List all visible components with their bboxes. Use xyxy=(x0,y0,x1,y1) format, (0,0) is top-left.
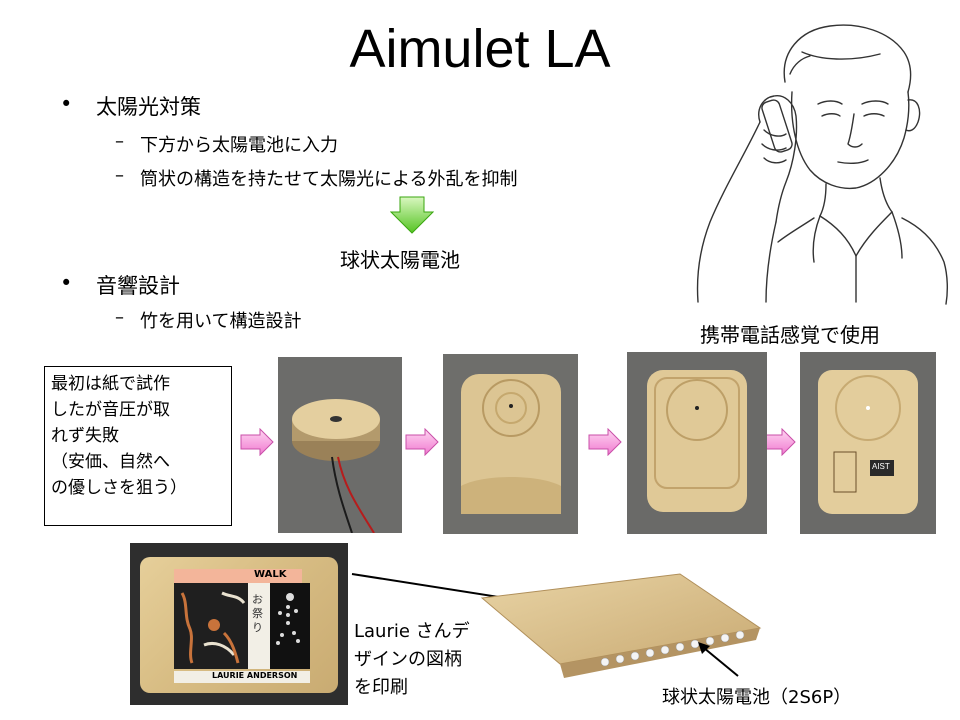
design-caption-line: ザインの図柄 xyxy=(354,649,462,670)
bullet-marker: • xyxy=(60,92,73,116)
card-artist: LAURIE ANDERSON xyxy=(212,671,298,680)
sub-bullet: 下方から太陽電池に入力 xyxy=(140,135,338,156)
design-caption-line: を印刷 xyxy=(354,677,408,698)
photo-final-product: AIST xyxy=(800,352,936,534)
cell-pointer-icon xyxy=(698,642,739,677)
down-arrow-icon xyxy=(390,196,434,234)
card-banner xyxy=(174,569,302,583)
card-walk: WALK xyxy=(254,569,287,580)
photo-bamboo-shell xyxy=(443,354,578,534)
photo-printed-card: WALK お祭り LAURIE ANDERSON xyxy=(130,543,348,705)
sub-bullet: 竹を用いて構造設計 xyxy=(140,311,302,332)
dash-marker: – xyxy=(115,307,124,328)
right-arrow-icon xyxy=(405,428,439,456)
design-caption: Laurie さんデ ザインの図柄 を印刷 xyxy=(354,618,470,702)
arrow-result: 球状太陽電池 xyxy=(340,248,460,272)
person-phone-illustration xyxy=(696,24,949,305)
note-line: れず失敗 xyxy=(51,426,119,446)
bullet-marker: • xyxy=(60,271,73,295)
card-art-panel xyxy=(174,583,248,669)
note-line: （安価、自然へ xyxy=(51,452,170,472)
photo-paper-prototype xyxy=(278,357,402,533)
aist-stamp: AIST xyxy=(872,462,890,471)
note-line: 最初は紙で試作 xyxy=(51,374,170,394)
photo-solar-cell-panel xyxy=(480,573,762,678)
right-arrow-icon xyxy=(762,428,796,456)
dash-marker: – xyxy=(115,131,124,152)
card-vertical-panel xyxy=(248,583,270,669)
card-footer xyxy=(174,671,310,683)
card-vertical-text: お祭り xyxy=(252,593,263,634)
photo-bamboo-shell-2 xyxy=(627,352,767,534)
note-line: したが音圧が取 xyxy=(51,400,170,420)
sub-bullet: 筒状の構造を持たせて太陽光による外乱を抑制 xyxy=(140,169,518,190)
bullet-acoustic: 音響設計 xyxy=(96,274,180,298)
card-walker-panel xyxy=(270,583,310,669)
right-arrow-icon xyxy=(588,428,622,456)
phone-caption: 携帯電話感覚で使用 xyxy=(700,323,880,347)
note-line: の優しさを狙う） xyxy=(51,478,187,498)
bullet-sunlight: 太陽光対策 xyxy=(96,95,201,119)
cell-caption: 球状太陽電池（2S6P） xyxy=(662,687,852,708)
design-caption-line: Laurie さんデ xyxy=(354,621,470,642)
right-arrow-icon xyxy=(240,428,274,456)
note-box: 最初は紙で試作 したが音圧が取 れず失敗 （安価、自然へ の優しさを狙う） xyxy=(44,366,232,526)
dash-marker: – xyxy=(115,165,124,186)
slide-title: Aimulet LA xyxy=(349,19,611,79)
